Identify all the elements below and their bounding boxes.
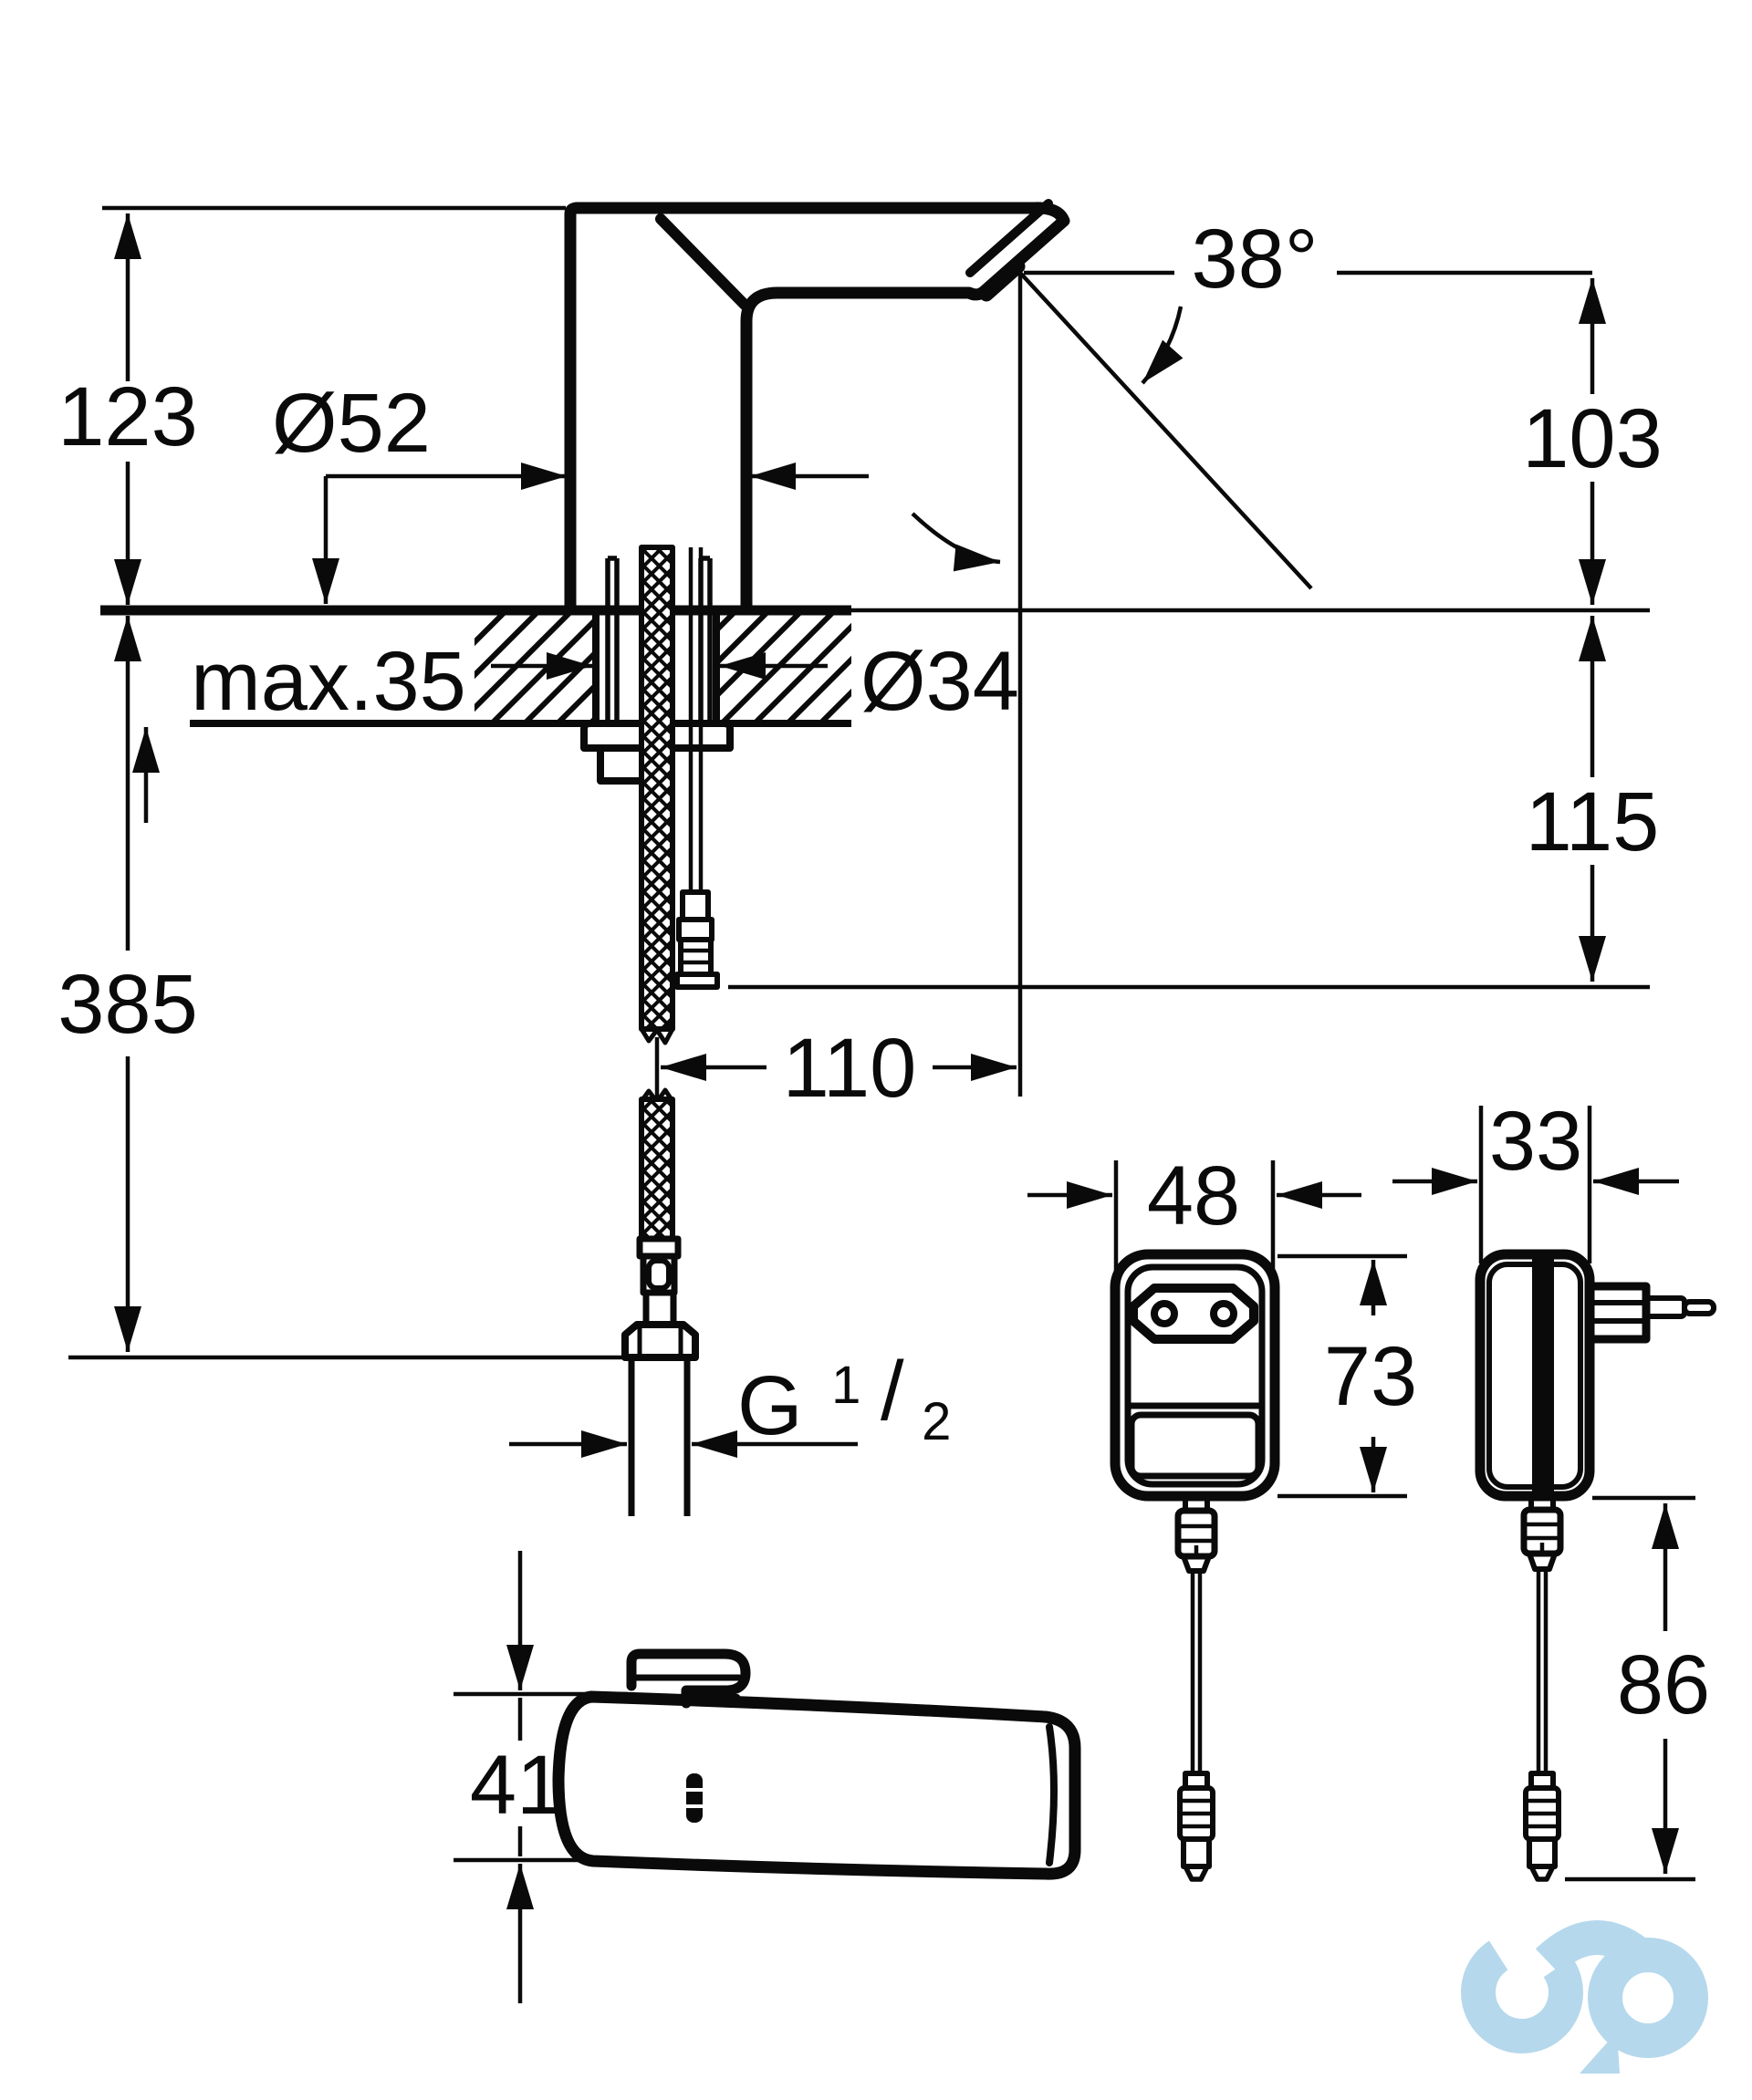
adapter-front-taper bbox=[1181, 1554, 1212, 1574]
ext-lines-48 bbox=[1113, 1160, 1276, 1284]
adapter-front-cable bbox=[1190, 1571, 1203, 1773]
spout-face-inner-line bbox=[965, 199, 1053, 277]
watermark-right-ring bbox=[1588, 1938, 1708, 2058]
plug-pin-collar bbox=[1643, 1295, 1687, 1319]
plug-base-lines bbox=[1590, 1300, 1646, 1324]
faucet-top-view bbox=[552, 1648, 1081, 1880]
shank-assembly bbox=[580, 545, 734, 1516]
connection-nut bbox=[621, 1321, 699, 1361]
cable-connector-cap bbox=[680, 889, 711, 922]
g12-numerator: 1 bbox=[831, 1356, 860, 1415]
top-view-outline bbox=[552, 1690, 1081, 1880]
adapter-side-cable bbox=[1536, 1569, 1549, 1773]
faucet-side-view bbox=[564, 199, 1070, 617]
ref-lines-86 bbox=[1565, 1495, 1695, 1882]
cable-connector-ribs bbox=[678, 937, 714, 977]
plug-base bbox=[1585, 1282, 1651, 1344]
euro-plug-socket-icon bbox=[1129, 1284, 1258, 1344]
cable-connector-flange bbox=[674, 972, 720, 990]
ext-lines-73 bbox=[1278, 1253, 1407, 1499]
hose-cut-end bbox=[639, 1027, 675, 1045]
dim-label-max35: max.35 bbox=[191, 635, 466, 728]
dim-label-110: 110 bbox=[783, 1022, 917, 1115]
dim-label-41: 41 bbox=[470, 1739, 563, 1832]
sensor-cable bbox=[688, 547, 704, 892]
front-cable-end-rib-lines bbox=[1180, 1798, 1213, 1829]
dimensions-top-view bbox=[454, 1551, 628, 2003]
dim-label-123: 123 bbox=[57, 370, 198, 463]
g12-letter: G bbox=[737, 1359, 803, 1452]
dim-label-34: Ø34 bbox=[860, 635, 1019, 728]
dimension-labels-adapters: 48 73 33 86 bbox=[1147, 1095, 1710, 1731]
dim-label-g12: G 1 / 2 bbox=[737, 1328, 951, 1452]
adapter-front-label-area bbox=[1128, 1411, 1262, 1480]
g12-slash: / bbox=[881, 1345, 904, 1438]
cable-connector-rib-lines bbox=[681, 948, 711, 965]
faucet-bevel-line bbox=[655, 213, 750, 310]
watermark-tail bbox=[1580, 2032, 1620, 2074]
cable-connector-mid bbox=[676, 917, 714, 942]
braided-hose-upper bbox=[639, 545, 675, 1032]
side-cable-end-rib-lines bbox=[1526, 1798, 1559, 1829]
spout-lip bbox=[979, 259, 1026, 302]
ext-lines-33 bbox=[1478, 1106, 1592, 1263]
dim-label-38deg: 38° bbox=[1191, 213, 1318, 306]
flow-direction-arrow bbox=[911, 512, 1001, 572]
angle-leg-line bbox=[1018, 271, 1313, 590]
top-view-end-inner-line bbox=[1046, 1723, 1058, 1866]
connection-nut-facets bbox=[637, 1325, 683, 1357]
supply-tail-g12 bbox=[628, 1357, 691, 1516]
dim-label-115: 115 bbox=[1526, 775, 1660, 868]
dim-label-33: 33 bbox=[1489, 1095, 1582, 1188]
power-adapter-side bbox=[1475, 1249, 1716, 1882]
top-view-spout-tab bbox=[626, 1648, 751, 1709]
dim-label-73: 73 bbox=[1324, 1330, 1417, 1423]
sensor-window-detail bbox=[684, 1788, 704, 1808]
hose-fitting-window bbox=[646, 1258, 672, 1291]
socket-pin-hole-right bbox=[1210, 1300, 1237, 1327]
adapter-front-inner bbox=[1124, 1263, 1266, 1488]
g12-denominator: 2 bbox=[922, 1392, 951, 1451]
side-cable-end-body bbox=[1527, 1836, 1558, 1869]
ext-lines-41 bbox=[454, 1691, 628, 1863]
watermark-logo bbox=[1461, 1920, 1708, 2074]
dimensions-adapters bbox=[1027, 1106, 1695, 1882]
power-adapter-front bbox=[1110, 1249, 1280, 1882]
adapter-side-seam bbox=[1532, 1254, 1554, 1496]
front-cable-end-tip bbox=[1183, 1864, 1210, 1882]
dimension-labels-side: 123 Ø52 max.35 Ø34 38° 103 115 385 110 G… bbox=[57, 213, 1663, 1452]
front-cable-end-body bbox=[1181, 1836, 1212, 1869]
adapter-side-connector-detail bbox=[1524, 1522, 1560, 1551]
dimensions-side-view bbox=[68, 205, 1650, 1458]
dim-label-52: Ø52 bbox=[272, 377, 431, 470]
adapter-side-taper bbox=[1527, 1551, 1558, 1572]
faucet-body-outline bbox=[564, 202, 1070, 617]
mounting-flange bbox=[580, 720, 734, 752]
adapter-front-connector-detail bbox=[1178, 1523, 1215, 1554]
euro-plug-pin-icon bbox=[1682, 1299, 1716, 1316]
angle-arc-arrow bbox=[1141, 306, 1184, 385]
dim-label-48: 48 bbox=[1147, 1149, 1240, 1242]
side-cable-end-tip bbox=[1528, 1864, 1556, 1882]
socket-pin-hole-left bbox=[1151, 1300, 1178, 1327]
braided-hose-lower bbox=[639, 1097, 675, 1242]
sensor-window bbox=[686, 1773, 703, 1823]
hose-fitting-neck bbox=[642, 1289, 677, 1328]
dim-label-103: 103 bbox=[1522, 392, 1663, 485]
dim-label-86: 86 bbox=[1617, 1638, 1710, 1731]
dim-label-385: 385 bbox=[57, 958, 198, 1051]
